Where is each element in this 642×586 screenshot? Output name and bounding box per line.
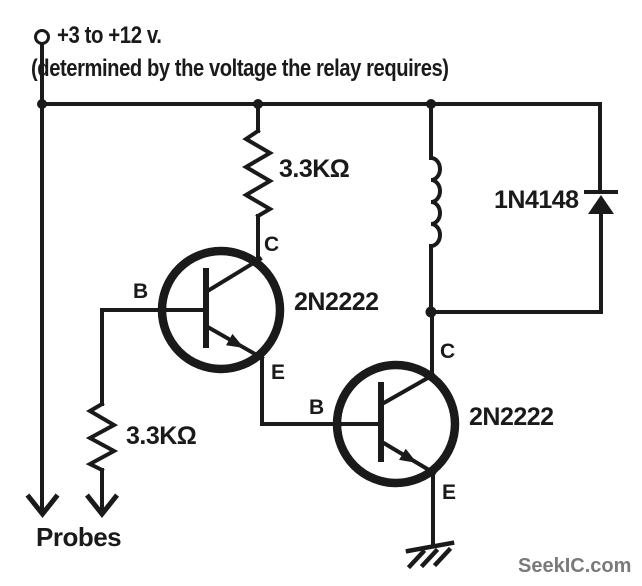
resistor-r1-value: 3.3KΩ	[279, 155, 350, 183]
diode-triangle-icon	[588, 195, 614, 214]
q1-emitter-arrow-icon	[226, 333, 244, 348]
supply-voltage-label: +3 to +12 v.	[57, 22, 162, 49]
transistor-q1	[100, 246, 285, 374]
q2-pin-b-label: B	[309, 396, 324, 419]
q1-emitter-to-q2-base-wire	[260, 356, 383, 426]
q1-pin-e-label: E	[271, 361, 285, 384]
supply-note-label: (determined by the voltage the relay req…	[31, 55, 449, 82]
probes-label: Probes	[36, 522, 122, 552]
diode-d1-part-label: 1N4148	[494, 186, 579, 214]
q1-part-label: 2N2222	[294, 288, 379, 316]
junction-dot	[37, 99, 47, 109]
q1-pin-b-label: B	[133, 280, 148, 303]
supply-terminal-icon	[34, 29, 50, 45]
resistor-r2-value: 3.3KΩ	[126, 422, 197, 450]
junction-dot	[425, 306, 437, 318]
ground-icon	[405, 540, 455, 570]
q2-part-label: 2N2222	[469, 403, 554, 431]
junction-dot	[426, 99, 436, 109]
relay-coil	[429, 102, 442, 314]
diode-d1	[584, 102, 618, 314]
q1-pin-c-label: C	[264, 233, 279, 256]
q2-pin-e-label: E	[442, 481, 456, 504]
probe-arrow-right-icon	[84, 493, 120, 519]
transistor-q2	[332, 310, 460, 545]
probe-arrow-left-icon	[25, 493, 60, 519]
resistor-r2	[85, 308, 119, 513]
q2-pin-c-label: C	[440, 340, 455, 363]
q2-emitter-arrow-icon	[399, 448, 417, 463]
junction-dot	[253, 99, 263, 109]
seekic-watermark: SeekIC.com	[518, 555, 632, 577]
